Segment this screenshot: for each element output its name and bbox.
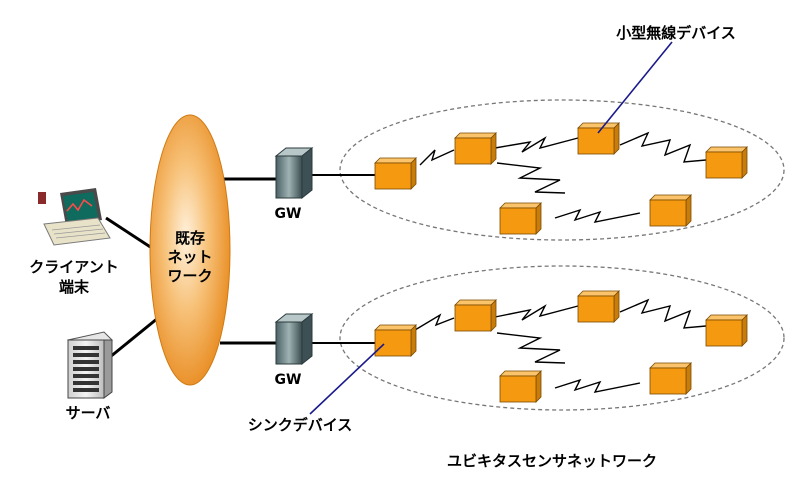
sensor-device-icon: [374, 157, 417, 190]
existing-network: [149, 114, 231, 386]
sensor-device-icon: [499, 370, 542, 403]
sensor-device-icon: [705, 314, 748, 347]
sensor-device-icon: [374, 324, 417, 357]
wireless-links-bottom: [414, 298, 707, 393]
sensor-network-area-top: [339, 99, 785, 241]
gateway-label-bottom: GW: [275, 372, 302, 388]
sensor-device-icon: [577, 122, 620, 155]
client-link: [105, 216, 159, 254]
server-link: [109, 316, 159, 359]
sensor-device-icon: [705, 146, 748, 179]
server-icon: [67, 331, 113, 399]
gateway-label-top: GW: [275, 206, 302, 222]
small-device-label: 小型無線デバイス: [616, 24, 736, 42]
network-label-line3: ワーク: [167, 267, 212, 285]
network-label-line1: 既存: [175, 229, 205, 247]
gateway-icon: [274, 312, 314, 366]
wireless-links-top: [419, 131, 707, 223]
sensor-device-icon: [454, 132, 497, 165]
sensor-device-icon: [577, 290, 620, 323]
client-label-line2: 端末: [59, 278, 90, 296]
sensor-device-icon: [454, 299, 497, 332]
laptop-icon: [38, 188, 111, 246]
client-label-line1: クライアント: [29, 258, 118, 276]
sensor-device-icon: [499, 202, 542, 235]
sensor-device-icon: [649, 362, 692, 395]
sensor-network-area-bottom: [339, 265, 785, 411]
network-label-line2: ネット: [167, 248, 212, 266]
server-label: サーバ: [66, 404, 111, 422]
gateway-icon: [274, 146, 314, 200]
sensor-devices: [374, 122, 748, 403]
sink-device-label: シンクデバイス: [248, 416, 353, 434]
ubiquitous-network-label: ユビキタスセンサネットワーク: [447, 452, 657, 470]
sensor-device-icon: [649, 194, 692, 227]
small-device-callout: [597, 41, 673, 134]
sink-device-callout: [309, 343, 385, 415]
